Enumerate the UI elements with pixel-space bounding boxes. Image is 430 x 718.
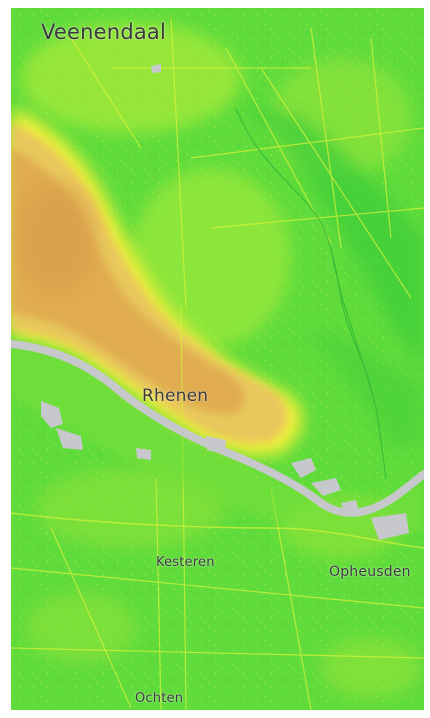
label-ochten: Ochten <box>135 691 184 706</box>
ridge-elevation <box>11 108 303 457</box>
label-opheusden: Opheusden <box>329 564 411 580</box>
label-veenendaal: Veenendaal <box>41 20 167 44</box>
elevation-map-canvas <box>11 8 424 710</box>
low-polder <box>236 103 424 448</box>
river-nederrijn <box>11 340 424 517</box>
drainage-channels <box>235 107 387 479</box>
label-kesteren: Kesteren <box>156 555 215 570</box>
dike-line <box>11 512 424 549</box>
label-rhenen: Rhenen <box>142 386 209 406</box>
road-network <box>11 17 424 710</box>
water-bodies <box>41 64 409 540</box>
elevation-map[interactable]: Veenendaal Rhenen Kesteren Opheusden Och… <box>11 8 424 710</box>
